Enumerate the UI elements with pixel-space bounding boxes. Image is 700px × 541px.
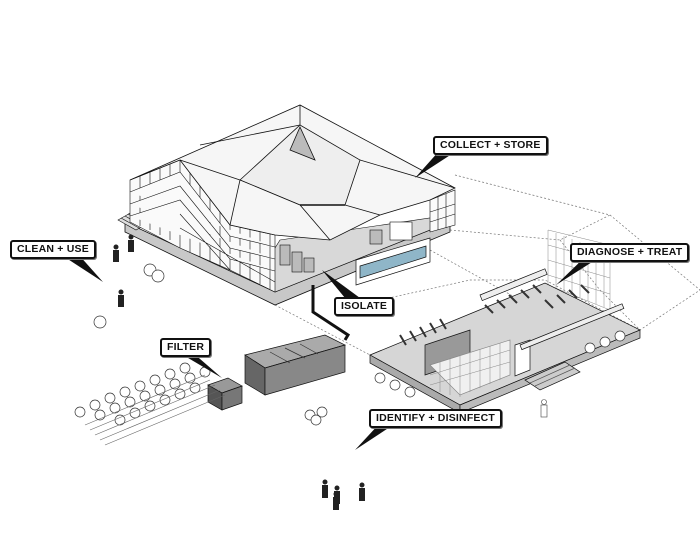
interior-furniture bbox=[279, 221, 413, 273]
field-rows bbox=[84, 374, 226, 446]
pipe-line bbox=[311, 285, 351, 341]
person-figure bbox=[333, 491, 339, 510]
folded-roof bbox=[129, 104, 456, 241]
callout-filter: FILTER bbox=[160, 338, 212, 357]
person-figure bbox=[359, 482, 365, 501]
water-storage-tank bbox=[355, 237, 431, 286]
callout-diagnose-treat: DIAGNOSE + TREAT bbox=[570, 243, 690, 262]
callout-collect-store: COLLECT + STORE bbox=[433, 136, 548, 155]
person-figure bbox=[128, 234, 134, 252]
filter-box bbox=[207, 377, 243, 411]
treatment-building bbox=[369, 268, 641, 414]
person-figure bbox=[322, 479, 328, 498]
person-figure bbox=[540, 399, 548, 418]
person-figure bbox=[118, 289, 124, 307]
people bbox=[113, 234, 548, 510]
callout-isolate: ISOLATE bbox=[334, 297, 395, 316]
callout-identify-disinfect: IDENTIFY + DISINFECT bbox=[369, 409, 503, 428]
filter-basin bbox=[244, 334, 346, 396]
person-figure bbox=[113, 244, 119, 262]
callout-pointers bbox=[60, 150, 600, 450]
callout-clean-use: CLEAN + USE bbox=[10, 240, 96, 259]
